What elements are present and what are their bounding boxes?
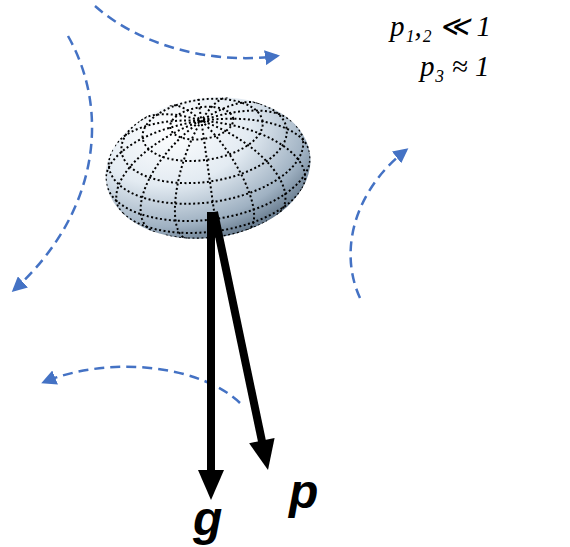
mesh-line	[253, 97, 287, 133]
flow-line-top	[95, 6, 277, 58]
alignment-condition: p₃ ≈ 1	[420, 52, 490, 81]
vectors	[198, 212, 275, 500]
mesh-line	[201, 111, 288, 224]
flow-line-right	[351, 150, 406, 298]
small-strain-condition: p₁,₂ ≪ 1	[390, 12, 491, 41]
mesh-line	[117, 97, 292, 193]
mesh-line	[107, 121, 213, 215]
mesh-line	[201, 108, 307, 202]
orientation-label: p	[289, 468, 318, 516]
mesh-line	[201, 105, 292, 134]
vector-shaft	[207, 212, 215, 476]
mesh-line	[112, 117, 203, 146]
vector-shaft	[214, 212, 263, 447]
flow-line-left	[14, 36, 92, 290]
mesh-line	[295, 123, 303, 140]
mesh-line	[199, 97, 231, 121]
vector-arrowhead	[249, 438, 274, 470]
orientation-vector	[214, 212, 275, 470]
gravity-label: g	[193, 495, 222, 543]
